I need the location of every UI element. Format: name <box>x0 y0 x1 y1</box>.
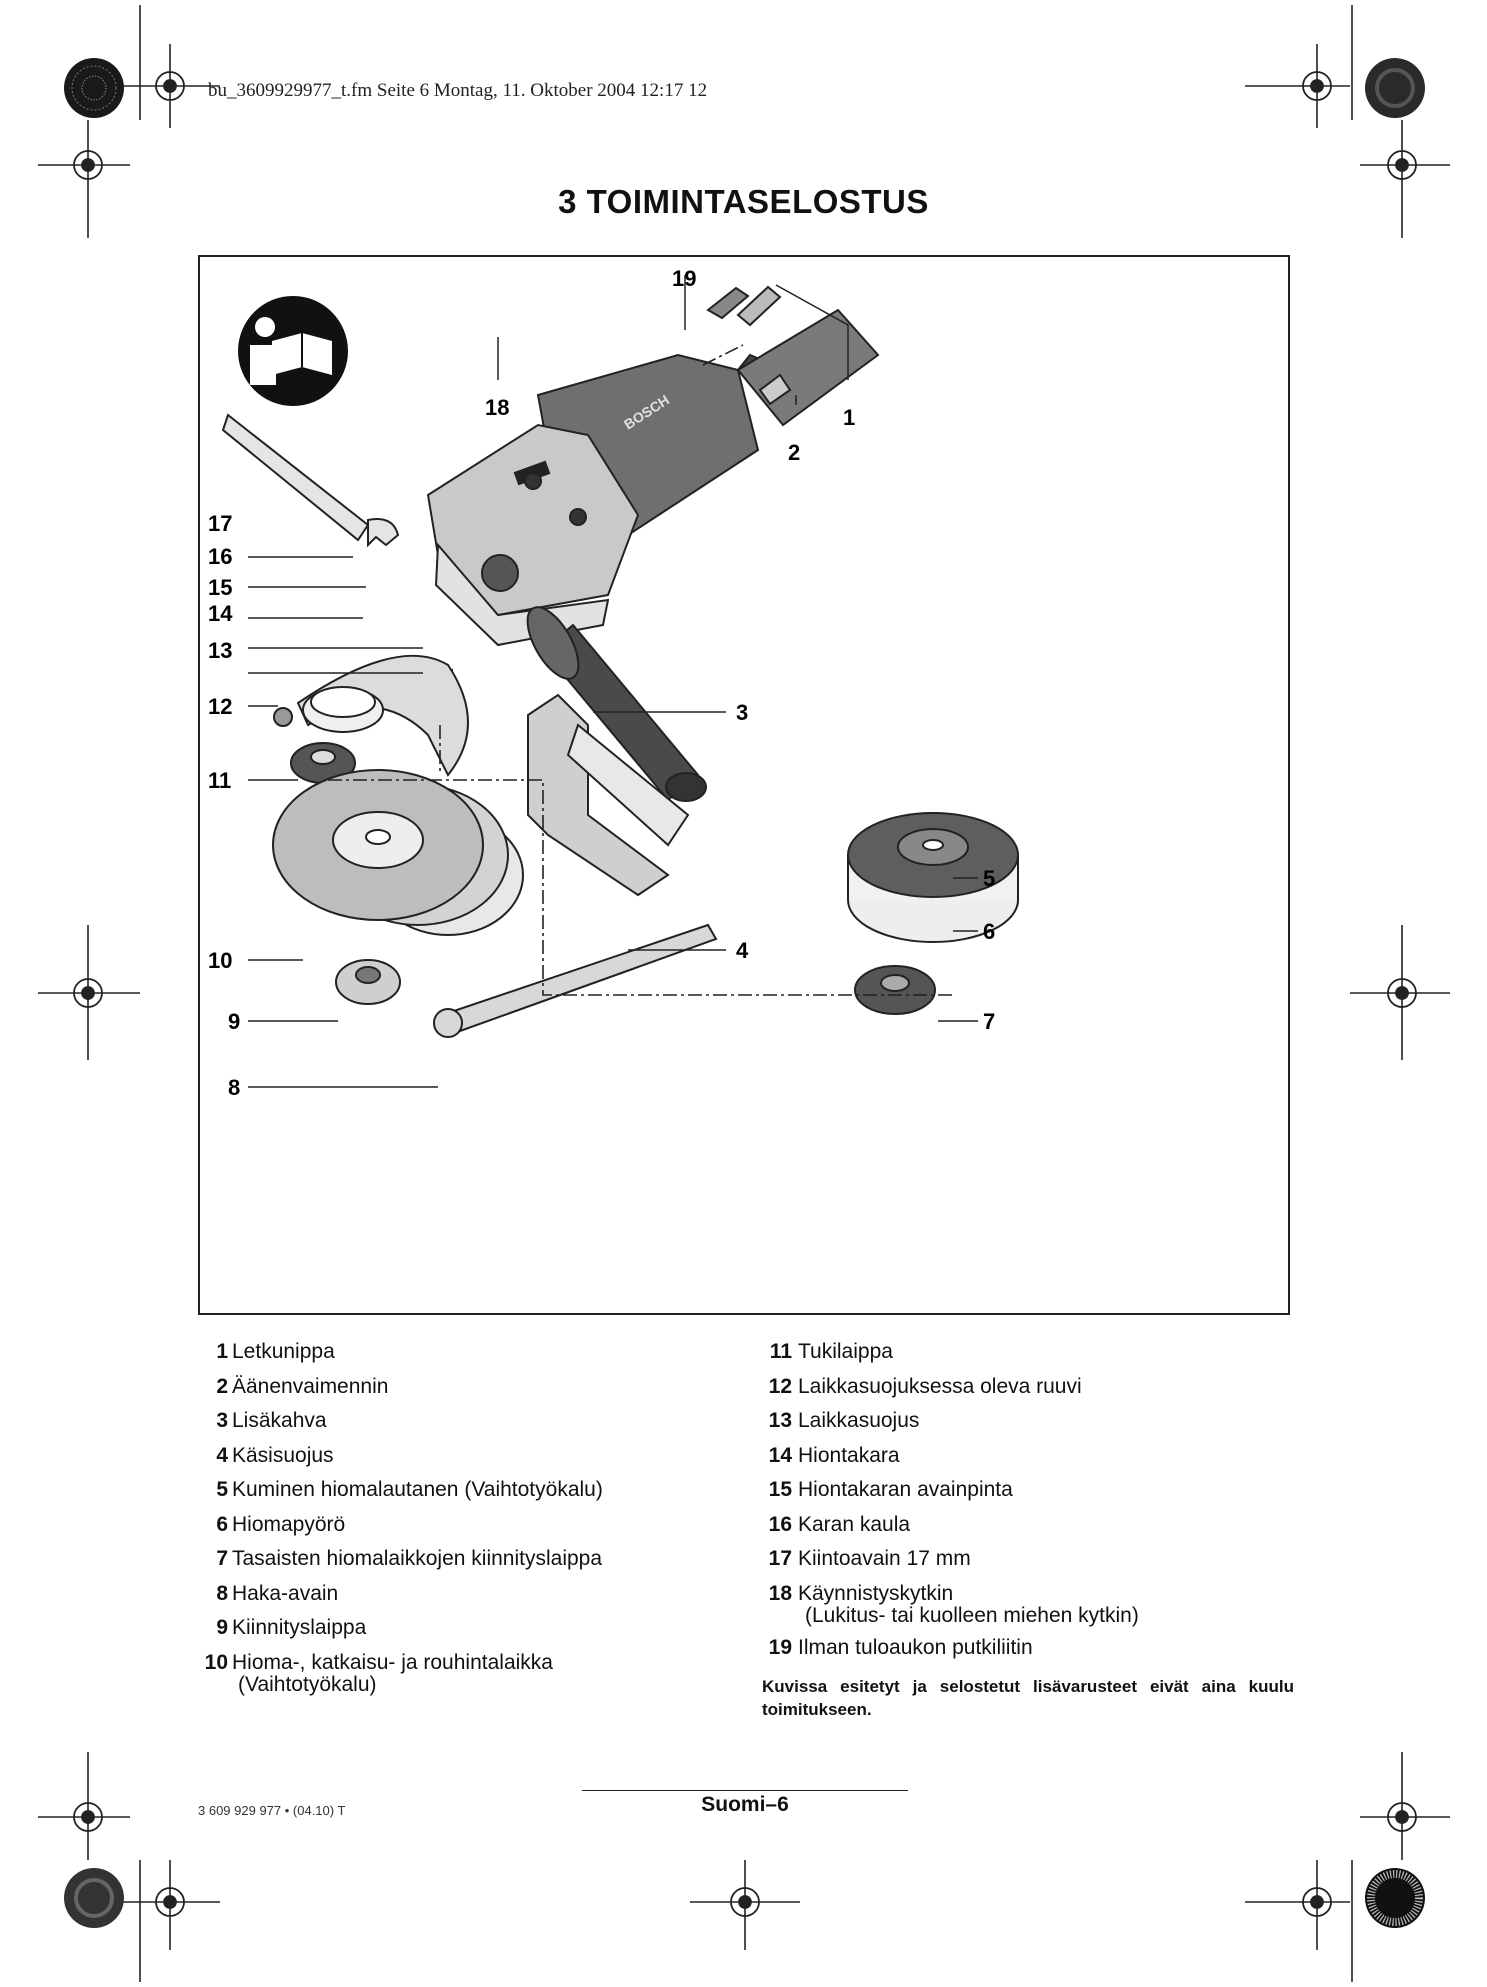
callout-14: 14 <box>208 601 233 626</box>
figure-frame <box>198 255 1290 1315</box>
leader-lines <box>248 275 978 1088</box>
legend-item-continuation: (Vaihtotyökalu) <box>238 1673 377 1696</box>
callout-1: 1 <box>843 405 855 430</box>
open-end-wrench <box>221 413 400 548</box>
callout-7: 7 <box>983 1009 995 1034</box>
support-flange <box>290 742 356 784</box>
callout-11: 11 <box>208 768 231 793</box>
hose-nipple <box>706 285 782 327</box>
callout-8: 8 <box>228 1075 240 1100</box>
grinding-disc <box>272 769 524 936</box>
callout-12: 12 <box>208 694 232 719</box>
callout-10: 10 <box>208 948 232 973</box>
callout-4: 4 <box>736 938 749 963</box>
page-title: 3 TOIMINTASELOSTUS <box>558 183 929 220</box>
angle-grinder-exploded-view: BOSCH <box>208 266 1019 1100</box>
footer-document-code: 3 609 929 977 • (04.10) T <box>198 1803 346 1818</box>
callout-19: 19 <box>672 266 696 291</box>
callout-9: 9 <box>228 1009 240 1034</box>
footer-page-number: Suomi–6 <box>701 1793 789 1816</box>
flat-disc-flange <box>854 965 936 1015</box>
accessories-note: Kuvissa esitetyt ja selostetut lisävarus… <box>762 1677 1294 1719</box>
callout-15: 15 <box>208 575 232 600</box>
wheel-guard <box>273 654 469 777</box>
callout-13: 13 <box>208 638 232 663</box>
two-pin-spanner <box>433 923 718 1038</box>
read-manual-icon <box>238 296 348 406</box>
silencer <box>736 308 880 427</box>
footer-rule <box>582 1790 908 1791</box>
callout-2: 2 <box>788 440 800 465</box>
clamping-flange <box>335 959 401 1005</box>
callout-18: 18 <box>485 395 509 420</box>
callout-3: 3 <box>736 700 748 725</box>
callout-17: 17 <box>208 511 232 536</box>
rubber-backing-pad <box>847 812 1019 943</box>
callout-5: 5 <box>983 866 995 891</box>
hand-guard <box>527 693 690 897</box>
callout-6: 6 <box>983 919 995 944</box>
callout-16: 16 <box>208 544 232 569</box>
legend-item-continuation: (Lukitus- tai kuolleen miehen kytkin) <box>805 1604 1139 1627</box>
grinder-body <box>426 353 780 647</box>
print-header: bu_3609929977_t.fm Seite 6 Montag, 11. O… <box>208 80 708 101</box>
assembly-lines <box>328 344 956 996</box>
callouts: 19 18 1 2 3 4 5 6 7 8 9 10 11 12 13 14 1… <box>208 266 995 1100</box>
